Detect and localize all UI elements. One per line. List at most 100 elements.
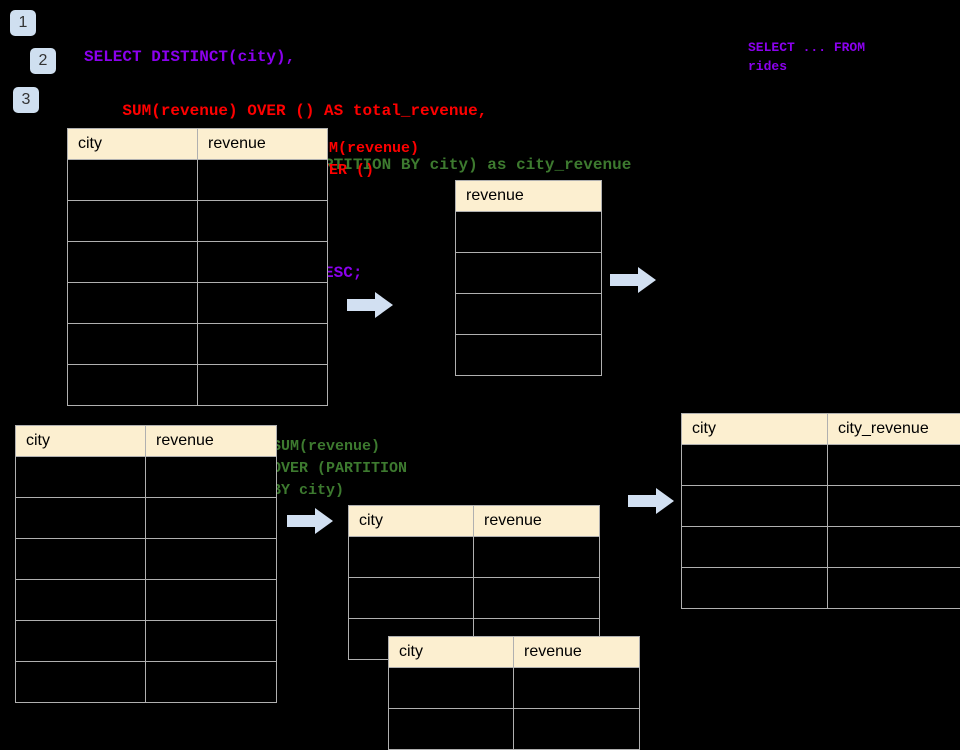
table-cell (146, 539, 277, 580)
table-cell (198, 365, 328, 406)
table-cell (389, 668, 514, 709)
table-cell (389, 709, 514, 750)
table-cell (68, 283, 198, 324)
table-cell (198, 242, 328, 283)
table-cell (474, 537, 600, 578)
table-cell (456, 335, 602, 376)
table-row (16, 662, 277, 703)
table-cell (198, 324, 328, 365)
table-cell (682, 445, 828, 486)
table-cell (828, 445, 960, 486)
table-header-row: city revenue (349, 506, 600, 537)
sql-line-2: SUM(revenue) OVER () AS total_revenue, (84, 102, 631, 120)
table-row (68, 201, 328, 242)
table-cell (68, 160, 198, 201)
column-header-revenue: revenue (146, 426, 277, 457)
table-cell (198, 160, 328, 201)
table-cell (68, 201, 198, 242)
table-row (682, 568, 960, 609)
arrow-source-to-total-icon (347, 292, 393, 318)
table-row (682, 486, 960, 527)
table-cell (146, 621, 277, 662)
table-cell (146, 580, 277, 621)
table-cell (514, 709, 640, 750)
column-header-revenue: revenue (474, 506, 600, 537)
table-cell (16, 580, 146, 621)
step-badge-2: 2 (30, 48, 56, 74)
table-cell (456, 294, 602, 335)
table-cell (349, 578, 474, 619)
table-cell (146, 662, 277, 703)
table-cell (682, 486, 828, 527)
arrow-partition-to-result-icon (628, 488, 674, 514)
table-cell (349, 537, 474, 578)
table-cell (514, 668, 640, 709)
table-row (68, 242, 328, 283)
table-row (349, 537, 600, 578)
table-cell (828, 568, 960, 609)
table-row (68, 324, 328, 365)
table-cell (198, 201, 328, 242)
table-row (456, 253, 602, 294)
table-row (68, 283, 328, 324)
annotation-sum-over-partition: SUM(revenue) OVER (PARTITION BY city) (272, 436, 407, 502)
table-header-row: city revenue (16, 426, 277, 457)
table-cell (198, 283, 328, 324)
table-cell (68, 324, 198, 365)
table-cell (828, 486, 960, 527)
side-note-select-from-rides: SELECT ... FROM rides (748, 38, 918, 76)
step-badge-1: 1 (10, 10, 36, 36)
table-partition-group-front: city revenue (388, 636, 640, 750)
diagram-canvas: 1 2 3 SELECT DISTINCT(city), SUM(revenue… (0, 0, 960, 720)
arrow-source-to-partition-icon (287, 508, 333, 534)
table-total-revenue: revenue (455, 180, 602, 376)
sql-line-1: SELECT DISTINCT(city), (84, 48, 631, 66)
table-row (16, 621, 277, 662)
table-cell (68, 242, 198, 283)
table-row (16, 498, 277, 539)
step-badge-3: 3 (13, 87, 39, 113)
table-cell (682, 527, 828, 568)
table-cell (146, 498, 277, 539)
table-cell (474, 578, 600, 619)
column-header-city: city (389, 637, 514, 668)
table-header-row: city revenue (389, 637, 640, 668)
table-row (456, 212, 602, 253)
table-row (682, 445, 960, 486)
table-header-row: city revenue (68, 129, 328, 160)
table-cell (16, 498, 146, 539)
table-header-row: revenue (456, 181, 602, 212)
table-row (456, 335, 602, 376)
table-row (16, 457, 277, 498)
table-row (389, 709, 640, 750)
arrow-total-to-result-icon (610, 267, 656, 293)
table-cell (828, 527, 960, 568)
table-cell (456, 253, 602, 294)
table-cell (16, 539, 146, 580)
column-header-city: city (349, 506, 474, 537)
column-header-revenue: revenue (514, 637, 640, 668)
column-header-revenue: revenue (198, 129, 328, 160)
table-header-row: city city_revenue (682, 414, 960, 445)
table-cell (16, 662, 146, 703)
column-header-city: city (68, 129, 198, 160)
column-header-city: city (682, 414, 828, 445)
table-row (16, 580, 277, 621)
table-row (16, 539, 277, 580)
column-header-revenue: revenue (456, 181, 602, 212)
table-row (68, 365, 328, 406)
table-cell (68, 365, 198, 406)
column-header-city: city (16, 426, 146, 457)
table-cell (456, 212, 602, 253)
table-row (349, 578, 600, 619)
table-cell (16, 621, 146, 662)
table-source-rides-top: city revenue (67, 128, 328, 406)
column-header-city-revenue: city_revenue (828, 414, 960, 445)
table-row (68, 160, 328, 201)
table-cell (146, 457, 277, 498)
table-source-rides-bottom: city revenue (15, 425, 277, 703)
table-row (456, 294, 602, 335)
table-result-city-revenue: city city_revenue (681, 413, 960, 609)
table-row (682, 527, 960, 568)
table-cell (16, 457, 146, 498)
